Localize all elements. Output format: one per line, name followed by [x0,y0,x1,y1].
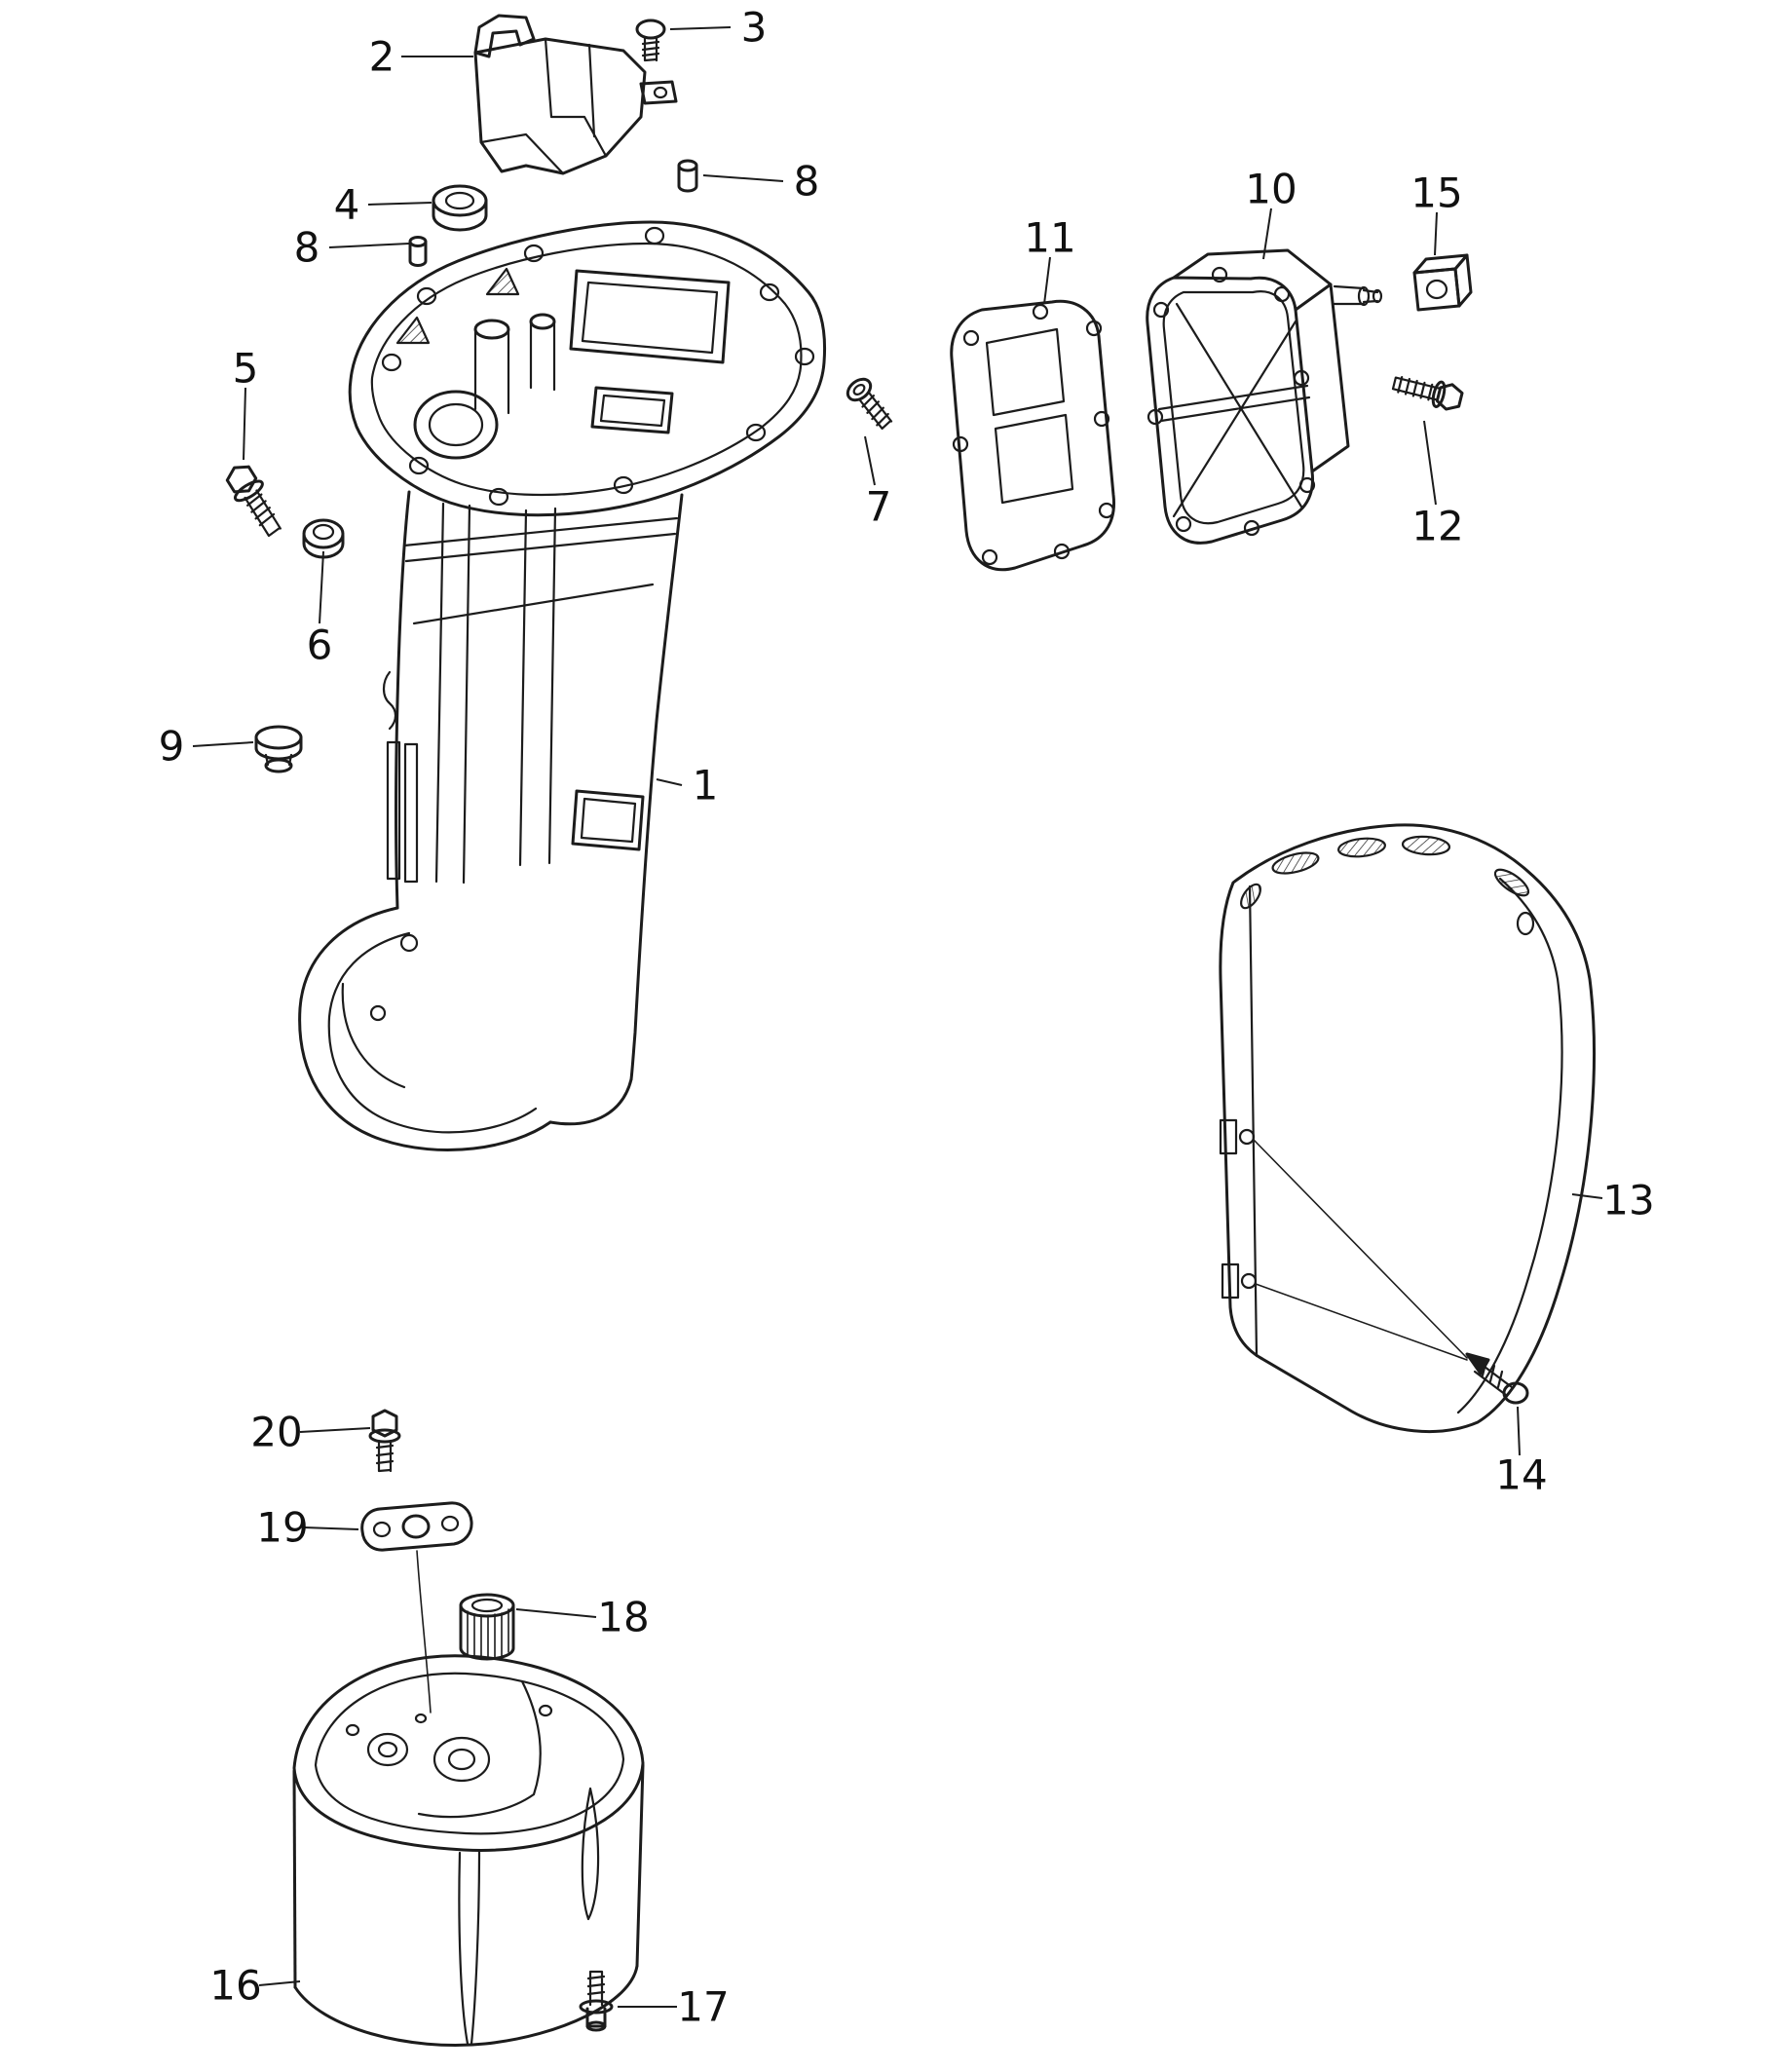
callout-label-6: 6 [307,622,333,669]
callout-17: 17 [618,1983,730,2031]
part-11-gasket [950,299,1116,572]
callout-2: 2 [369,33,473,81]
callout-18: 18 [515,1594,650,1641]
leader-line [1517,1406,1521,1456]
leader-line [656,778,683,786]
leader-line [1434,211,1438,256]
leader-line [702,174,784,182]
gasket-bolt-holes [952,303,1115,566]
callout-14: 14 [1495,1406,1548,1499]
part-19-gasket [360,1501,473,1714]
part-7-screw [846,377,893,431]
part-10-exhaust-cover [1146,248,1383,545]
callout-7: 7 [864,435,892,531]
callout-9: 9 [159,723,254,771]
part-1-driveshaft-housing [298,220,827,1151]
callout-label-8-left: 8 [294,224,320,272]
callout-15: 15 [1410,170,1463,256]
callout-20: 20 [250,1409,371,1456]
part-16-lower-housing [292,1654,645,2048]
callout-label-7: 7 [866,483,892,531]
callout-label-19: 19 [256,1504,308,1552]
callout-13: 13 [1571,1177,1655,1224]
part-18-bushing [459,1593,515,1661]
part-5-bolt [225,465,282,538]
callout-label-4: 4 [334,181,360,229]
callout-8-left: 8 [294,224,410,272]
callout-label-16: 16 [209,1962,261,2010]
leader-line [243,387,246,461]
callout-label-1: 1 [693,762,719,810]
leader-line [319,550,324,624]
part-3-screw [635,19,666,62]
callout-label-13: 13 [1602,1177,1654,1224]
leader-line [299,1427,371,1433]
part-13-lower-cover [1219,823,1596,1433]
callout-6: 6 [307,550,333,669]
callout-label-9: 9 [159,723,185,771]
callout-label-14: 14 [1495,1451,1547,1499]
leader-line [303,1526,359,1530]
callout-11: 11 [1024,214,1076,305]
callout-label-15: 15 [1410,170,1462,217]
part-4-bushing [432,184,488,232]
callout-5: 5 [233,345,259,461]
leader-line [515,1608,597,1618]
callout-19: 19 [256,1504,359,1552]
callout-label-17: 17 [677,1983,729,2031]
callout-1: 1 [656,762,719,810]
leader-line [258,1980,301,1986]
flange-bolt-holes [381,226,815,507]
callout-label-2: 2 [369,33,395,81]
part-12-bolt [1391,375,1464,411]
part-8-pin-top [677,159,698,193]
leader-line [192,741,254,747]
part-8-pin-left [408,236,428,267]
part-17-bolt [579,1970,614,2032]
callout-label-11: 11 [1024,214,1075,262]
cover-bolt-holes [1147,266,1316,537]
part-9-plug [254,725,303,773]
callout-label-3: 3 [741,4,768,52]
part-20-bolt [368,1409,401,1473]
callout-16: 16 [209,1962,301,2010]
part-2-exhaust-bracket [473,14,678,175]
callout-12: 12 [1411,420,1464,550]
callout-10: 10 [1245,166,1297,260]
callout-label-5: 5 [233,345,259,393]
leader-line [1043,256,1051,305]
callout-label-12: 12 [1411,503,1463,550]
callout-3: 3 [669,4,768,52]
leader-line [328,243,410,248]
callout-label-8-top: 8 [794,158,820,206]
callout-4: 4 [334,181,432,229]
callout-label-18: 18 [597,1594,649,1641]
leader-line [1262,207,1272,260]
part-15-square-nut [1412,253,1473,312]
leader-line [864,435,876,486]
callout-8-top: 8 [702,158,820,206]
leader-line [1571,1193,1603,1199]
part-14-screw [1465,1352,1529,1405]
callout-label-20: 20 [250,1409,302,1456]
leader-line [1423,420,1437,506]
leader-line [669,26,732,30]
leader-line [367,202,432,206]
callout-label-10: 10 [1245,166,1297,213]
